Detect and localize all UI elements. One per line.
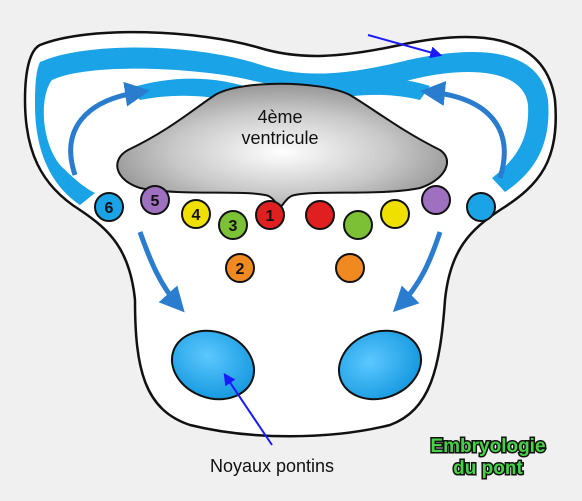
ventricle-label-line2: ventricule [241,128,318,148]
circle-right-green [344,211,372,239]
circle-3: 3 [219,211,247,239]
circle-5-number: 5 [151,193,160,210]
circle-4: 4 [182,200,210,228]
circle-right-orange [336,254,364,282]
circle-right-purple [422,186,450,214]
circle-5: 5 [141,186,169,214]
circle-right-yellow [381,200,409,228]
circle-2-number: 2 [236,261,245,278]
circle-3-number: 3 [229,218,238,235]
circle-1-number: 1 [266,208,275,225]
circle-2: 2 [226,254,254,282]
circle-right-lightblue [467,193,495,221]
badge-line2: du pont [453,458,523,479]
badge-line1: Embryologie [430,436,545,457]
nuclei-label: Noyaux pontins [210,456,334,476]
circle-1: 1 [256,201,284,229]
circle-right-red [306,201,334,229]
circle-6-number: 6 [105,200,114,217]
circle-6: 6 [95,193,123,221]
circle-4-number: 4 [192,207,201,224]
ventricle-label-line1: 4ème [257,107,302,127]
embryology-badge: Embryologie du pont [430,436,545,479]
